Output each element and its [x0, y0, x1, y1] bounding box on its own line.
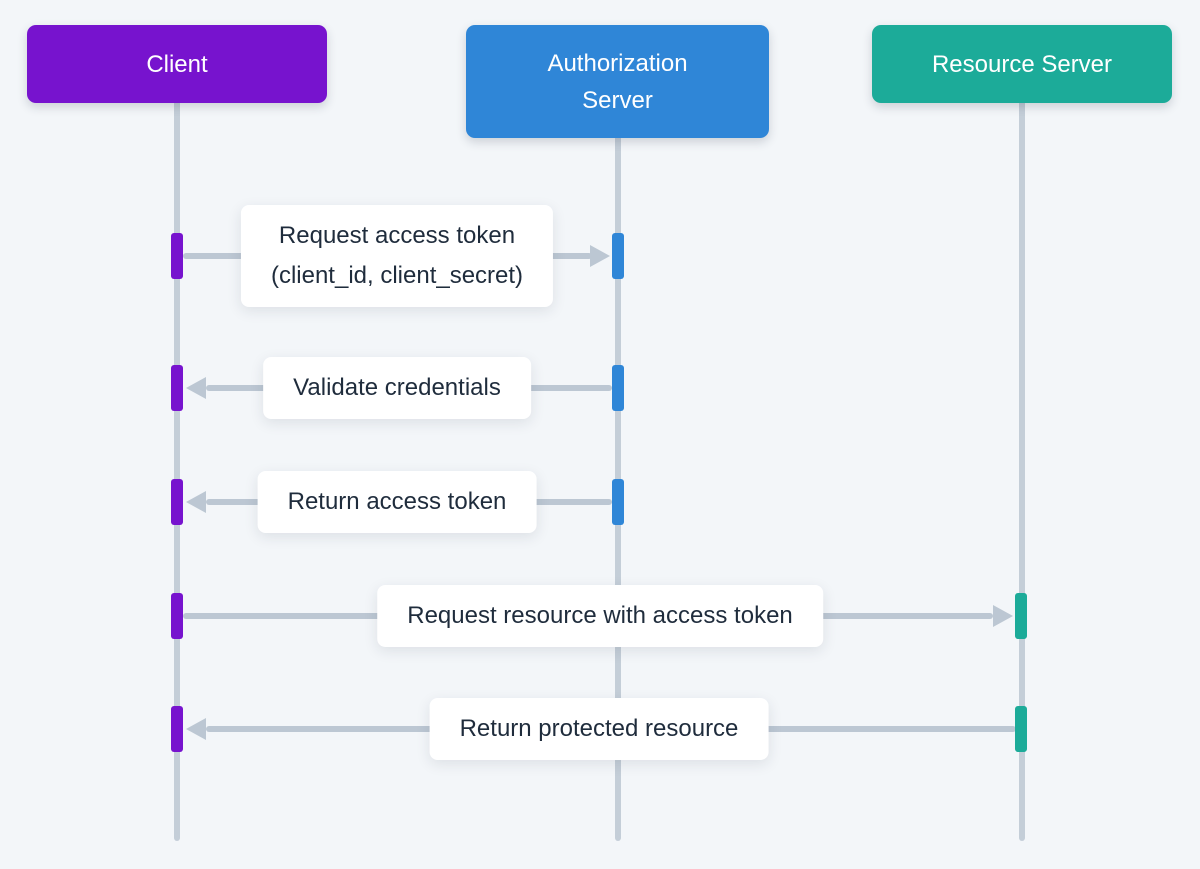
arrowhead-right-icon — [590, 245, 610, 267]
message-label-1: Request access token (client_id, client_… — [240, 205, 554, 307]
activation-bar-client — [171, 365, 183, 411]
activation-bar-client — [171, 706, 183, 752]
message-label-3: Return access token — [257, 471, 537, 533]
arrowhead-left-icon — [186, 491, 206, 513]
lifeline-resource-server — [1019, 100, 1025, 841]
actor-client: Client — [27, 25, 327, 103]
activation-bar-resource-server — [1015, 706, 1027, 752]
activation-bar-client — [171, 479, 183, 525]
arrowhead-left-icon — [186, 718, 206, 740]
activation-bar-authorization-server — [612, 479, 624, 525]
activation-bar-client — [171, 233, 183, 279]
message-label-2: Validate credentials — [263, 357, 531, 419]
arrowhead-left-icon — [186, 377, 206, 399]
message-label-4: Request resource with access token — [377, 585, 823, 647]
arrowhead-right-icon — [993, 605, 1013, 627]
message-label-5: Return protected resource — [429, 698, 769, 760]
activation-bar-authorization-server — [612, 233, 624, 279]
activation-bar-client — [171, 593, 183, 639]
activation-bar-resource-server — [1015, 593, 1027, 639]
actor-resource-server: Resource Server — [872, 25, 1172, 103]
lifeline-client — [174, 100, 180, 841]
actor-authorization-server: Authorization Server — [466, 25, 769, 138]
activation-bar-authorization-server — [612, 365, 624, 411]
